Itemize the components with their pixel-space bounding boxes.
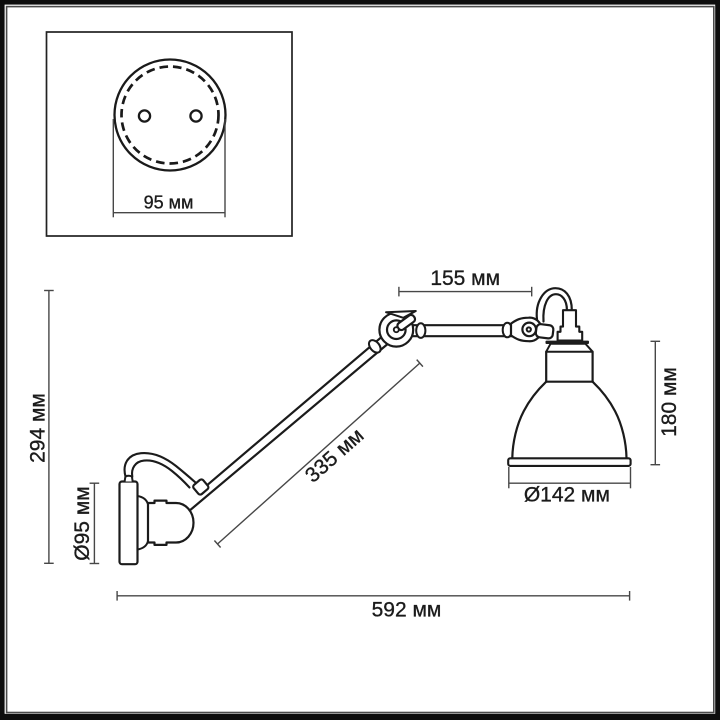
svg-text:95 мм: 95 мм bbox=[144, 193, 194, 213]
svg-text:155 мм: 155 мм bbox=[430, 267, 500, 290]
svg-text:Ø95 мм: Ø95 мм bbox=[71, 486, 94, 560]
svg-text:Ø142 мм: Ø142 мм bbox=[524, 484, 610, 507]
svg-text:180 мм: 180 мм bbox=[658, 367, 681, 437]
svg-text:294 мм: 294 мм bbox=[27, 393, 50, 463]
svg-text:592 мм: 592 мм bbox=[372, 598, 442, 621]
